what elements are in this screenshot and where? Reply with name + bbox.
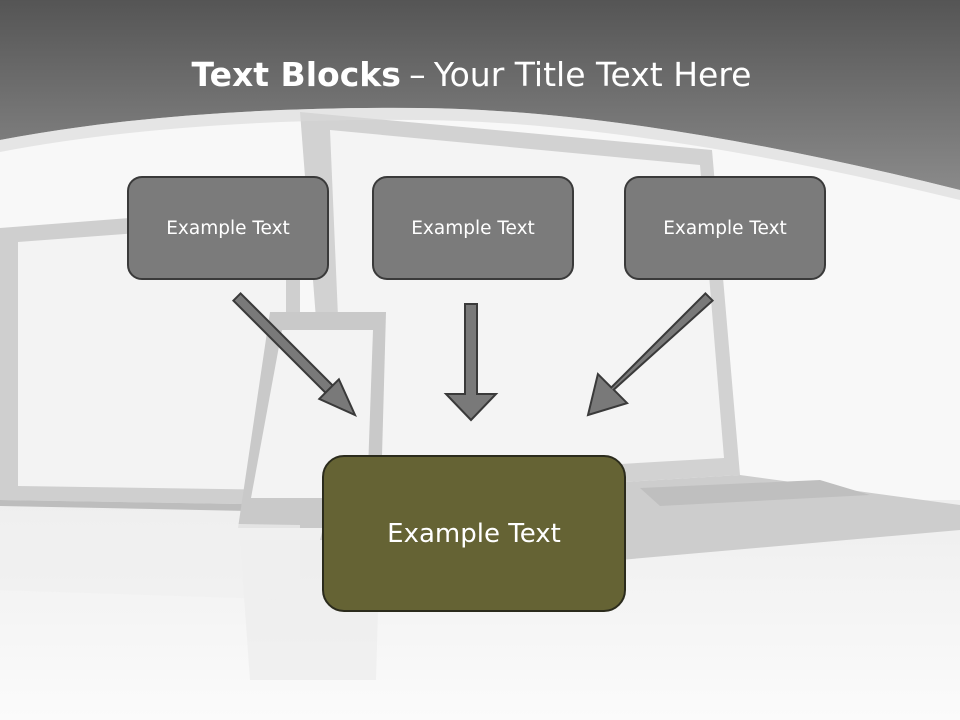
result-block-label: Example Text	[387, 518, 561, 549]
title-rest-part: Your Title Text Here	[433, 55, 752, 94]
title-bold-part: Text Blocks	[191, 55, 401, 94]
page-title: Text Blocks–Your Title Text Here	[0, 52, 943, 98]
text-block-1: Example Text	[127, 176, 329, 280]
text-block-3-label: Example Text	[663, 217, 787, 239]
title-separator: –	[409, 55, 426, 94]
text-block-2-label: Example Text	[411, 217, 535, 239]
result-block: Example Text	[322, 455, 626, 612]
text-block-1-label: Example Text	[166, 217, 290, 239]
text-block-2: Example Text	[372, 176, 574, 280]
text-block-3: Example Text	[624, 176, 826, 280]
